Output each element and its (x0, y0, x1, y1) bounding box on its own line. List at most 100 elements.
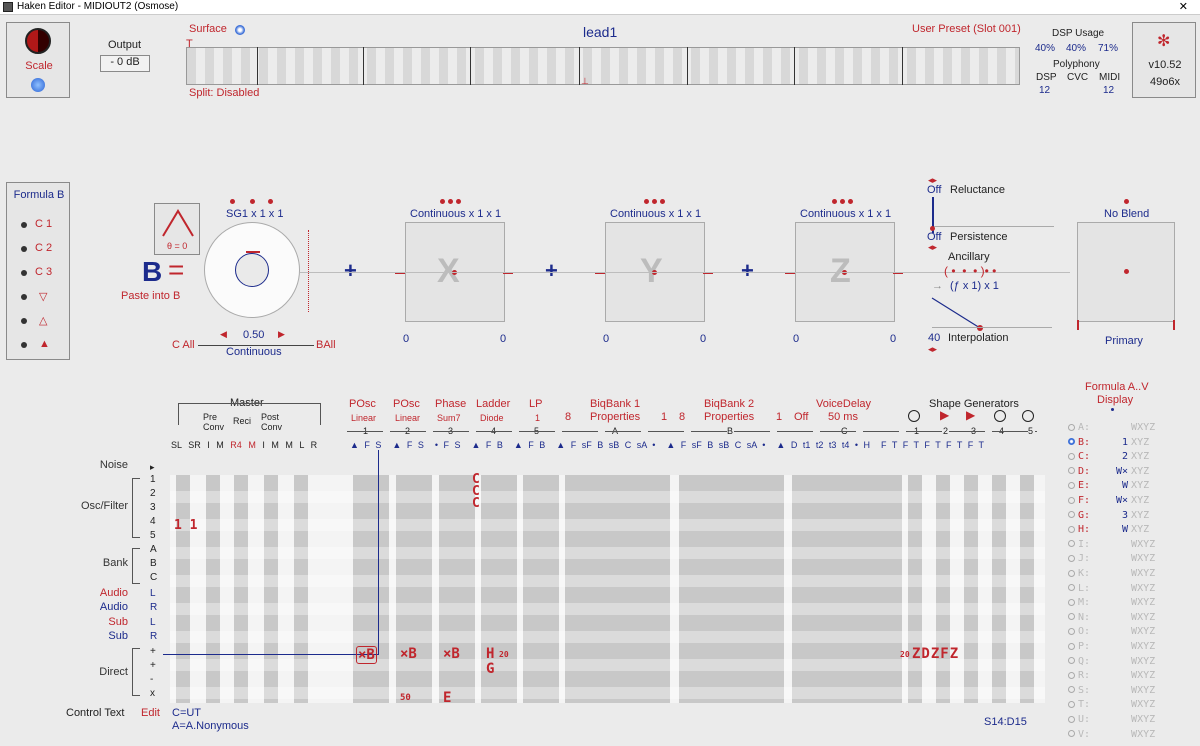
blend-label[interactable]: No Blend (1104, 208, 1150, 220)
ancillary-arrow: → (932, 280, 943, 292)
close-icon[interactable]: ✕ (1178, 1, 1188, 13)
theta-button[interactable]: θ = 0 (154, 203, 200, 255)
paste-into-b[interactable]: Paste into B (121, 290, 181, 302)
output-field[interactable]: - 0 dB (100, 55, 150, 72)
sg-loop-icon[interactable] (1022, 410, 1034, 422)
matrix-cell-g[interactable]: G (486, 661, 495, 677)
modulation-matrix[interactable] (170, 475, 1045, 703)
c-all[interactable]: C All (172, 339, 195, 351)
formula-b-item[interactable]: C 1 (35, 218, 53, 230)
formula-display-row[interactable]: U:WXYZ (1068, 714, 1155, 725)
reluctance-slider[interactable] (932, 197, 934, 233)
sg-right-arrow[interactable]: ▶ (278, 329, 285, 339)
formula-radio-icon[interactable] (1068, 481, 1075, 489)
gear-icon[interactable]: ✻ (1157, 33, 1171, 50)
formula-radio-icon[interactable] (1068, 467, 1075, 475)
scale-panel[interactable]: Scale (6, 22, 70, 98)
edit-button[interactable]: Edit (141, 707, 160, 719)
formula-display-row[interactable]: F:W×XYZ (1068, 495, 1149, 506)
formula-display-row[interactable]: V:WXYZ (1068, 729, 1155, 740)
formula-radio-icon[interactable] (1068, 598, 1075, 606)
formula-b-item[interactable]: △ (39, 315, 48, 327)
formula-radio-icon[interactable] (1068, 657, 1075, 665)
matrix-cell-h[interactable]: H (486, 646, 495, 662)
formula-xyz: WXYZ (1131, 728, 1156, 740)
formula-display-row[interactable]: R:WXYZ (1068, 670, 1155, 681)
formula-radio-icon[interactable] (1068, 613, 1075, 621)
reluctance-label: Reluctance (950, 184, 1006, 196)
persistence-off[interactable]: Off (927, 231, 942, 243)
formula-radio-icon[interactable] (1068, 438, 1075, 446)
matrix-cell-xb3[interactable]: ×B (443, 646, 460, 662)
formula-display-row[interactable]: I:WXYZ (1068, 539, 1155, 550)
formula-letter: P: (1078, 641, 1091, 652)
formula-display-row[interactable]: N:WXYZ (1068, 612, 1155, 623)
surface-keyboard[interactable] (186, 47, 1020, 85)
formula-radio-icon[interactable] (1068, 627, 1075, 635)
settings-panel[interactable]: ✻ v10.52 49o6x (1132, 22, 1196, 98)
formula-display-row[interactable]: D:W×XYZ (1068, 466, 1149, 477)
interpolation-curve[interactable] (930, 296, 985, 332)
formula-radio-icon[interactable] (1068, 496, 1075, 504)
reluctance-off[interactable]: Off (927, 184, 942, 196)
formula-display-row[interactable]: K:WXYZ (1068, 568, 1155, 579)
primary-label[interactable]: Primary (1105, 335, 1143, 347)
formula-radio-icon[interactable] (1068, 700, 1075, 708)
matrix-cell-xb1[interactable]: ×B (356, 646, 377, 664)
matrix-cell-osc3[interactable]: 1 1 (174, 518, 198, 533)
formula-display-row[interactable]: M:WXYZ (1068, 597, 1155, 608)
formula-b-item[interactable]: C 2 (35, 242, 53, 254)
formula-radio-icon[interactable] (1068, 686, 1075, 694)
sg-loop-icon[interactable] (908, 410, 920, 422)
formula-radio-icon[interactable] (1068, 540, 1075, 548)
sg-loop-icon[interactable] (994, 410, 1006, 422)
matrix-cell-ladder[interactable]: C C C (472, 473, 486, 510)
persistence-arrows[interactable]: ◂▸ (928, 242, 938, 252)
formula-display-row[interactable]: P:WXYZ (1068, 641, 1155, 652)
formula-b-item[interactable]: ▽ (39, 291, 48, 303)
formula-display-row[interactable]: T:WXYZ (1068, 699, 1155, 710)
matrix-cell-s0[interactable]: 50 (400, 693, 411, 703)
sg-left-arrow[interactable]: ◀ (220, 329, 227, 339)
formula-b-item[interactable]: C 3 (35, 266, 53, 278)
formula-b-item[interactable]: ▲ (39, 338, 50, 350)
formula-radio-icon[interactable] (1068, 730, 1075, 738)
surface-label: Surface (189, 23, 227, 35)
interp-arrows[interactable]: ◂▸ (928, 344, 938, 354)
user-preset[interactable]: User Preset (Slot 001) (912, 23, 1021, 35)
row-osc-sub-1: 1 (150, 474, 156, 485)
formula-display-row[interactable]: O:WXYZ (1068, 626, 1155, 637)
reluctance-arrows[interactable]: ◂▸ (928, 175, 938, 185)
formula-radio-icon[interactable] (1068, 452, 1075, 460)
formula-display-row[interactable]: J:WXYZ (1068, 553, 1155, 564)
formula-radio-icon[interactable] (1068, 511, 1075, 519)
formula-display-row[interactable]: S:WXYZ (1068, 685, 1155, 696)
surface-led-icon[interactable] (235, 25, 245, 35)
interpolation-label: Interpolation (948, 332, 1009, 344)
formula-radio-icon[interactable] (1068, 671, 1075, 679)
formula-display-row[interactable]: A:WXYZ (1068, 422, 1155, 433)
group-biq2-sub: Properties (704, 411, 755, 423)
formula-display-row[interactable]: Q:WXYZ (1068, 656, 1155, 667)
formula-radio-icon[interactable] (1068, 423, 1075, 431)
ancillary-dots[interactable]: ( • • • )• • (944, 264, 997, 278)
matrix-cell-e[interactable]: E (443, 690, 452, 706)
formula-radio-icon[interactable] (1068, 584, 1075, 592)
sg-knob[interactable] (204, 222, 300, 318)
sg-play-icon[interactable]: ▶ (940, 408, 950, 422)
formula-display-row[interactable]: L:WXYZ (1068, 583, 1155, 594)
matrix-cell-xb2[interactable]: ×B (400, 646, 417, 662)
formula-radio-icon[interactable] (1068, 569, 1075, 577)
formula-radio-icon[interactable] (1068, 642, 1075, 650)
b-all[interactable]: BAll (316, 339, 336, 351)
formula-radio-icon[interactable] (1068, 554, 1075, 562)
sg-play-icon[interactable]: ▶ (966, 408, 976, 422)
formula-radio-icon[interactable] (1068, 715, 1075, 723)
matrix-cell-sg-row[interactable]: ZDZFZ (912, 646, 960, 662)
formula-radio-icon[interactable] (1068, 525, 1075, 533)
